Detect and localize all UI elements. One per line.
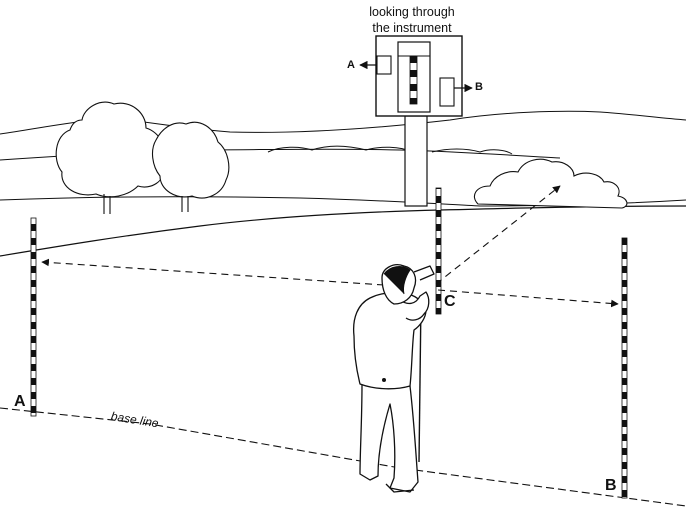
surveyor-figure <box>352 264 435 493</box>
sight-line-to-b <box>437 289 619 308</box>
inset-rod <box>409 55 418 105</box>
point-label-a: A <box>14 393 26 410</box>
inset-label-a: A <box>347 59 355 71</box>
instrument-view-inset <box>359 35 473 207</box>
sight-line-to-a <box>41 258 385 286</box>
field-ridge <box>0 205 686 257</box>
bush-right <box>473 158 628 209</box>
inset-mirror-b <box>439 77 455 107</box>
inset-post <box>404 115 428 207</box>
tree-cluster-left <box>55 101 230 214</box>
inset-mirror-a <box>376 55 392 75</box>
sight-line-to-bush <box>435 185 561 285</box>
ranging-pole-c <box>435 187 442 315</box>
point-label-c: C <box>444 293 456 310</box>
ranging-pole-b <box>621 237 628 499</box>
treeline-right <box>431 148 513 155</box>
treeline-left <box>267 145 413 153</box>
ranging-pole-a <box>30 217 37 417</box>
inset-caption-line-2: the instrument <box>372 21 452 35</box>
point-label-b: B <box>605 477 617 494</box>
inset-caption-line-1: looking through <box>369 5 455 19</box>
base-line <box>0 407 686 507</box>
inset-label-b: B <box>475 81 483 93</box>
